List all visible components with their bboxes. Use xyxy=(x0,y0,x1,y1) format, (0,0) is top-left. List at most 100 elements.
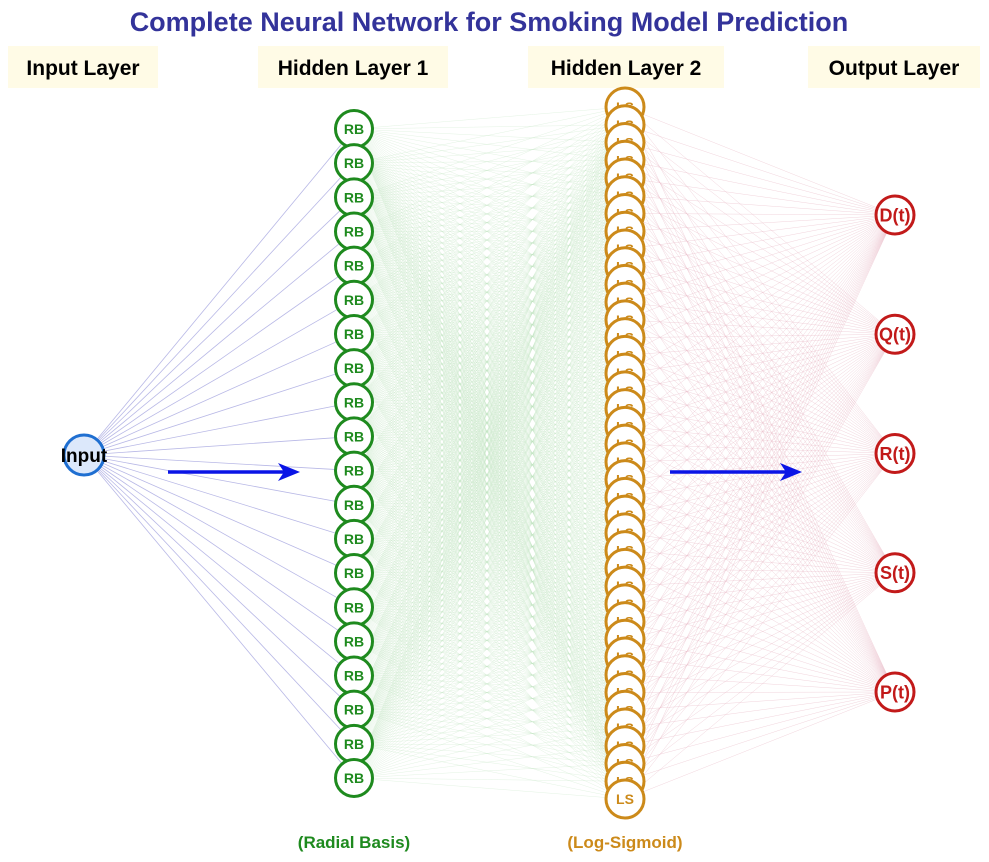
connection-line xyxy=(353,603,626,710)
connection-line xyxy=(353,408,626,505)
connection-line xyxy=(353,444,626,779)
connection-line xyxy=(624,443,896,454)
node-label: RB xyxy=(344,360,364,376)
connection-line xyxy=(624,214,896,693)
connection-line xyxy=(353,284,626,608)
connection-line xyxy=(624,334,896,764)
connection-line xyxy=(624,106,896,573)
connection-line xyxy=(624,142,896,573)
input-layer-label-bg xyxy=(8,46,158,88)
connection-line xyxy=(624,319,896,573)
connection-line xyxy=(353,372,626,403)
connection-line xyxy=(353,470,626,800)
connection-line xyxy=(353,302,626,710)
connection-line xyxy=(353,177,626,266)
connection-line xyxy=(624,453,896,675)
connection-line xyxy=(624,453,896,480)
connection-line xyxy=(353,177,626,198)
connection-line xyxy=(353,497,626,540)
node-label: RB xyxy=(344,394,364,410)
connection-line xyxy=(353,106,626,335)
connection-line xyxy=(353,248,626,505)
hidden1-node-19: RB xyxy=(334,723,374,764)
connection-line xyxy=(624,159,896,216)
connection-line xyxy=(353,213,626,710)
connection-line xyxy=(624,214,896,232)
connection-line xyxy=(83,299,355,456)
connection-line xyxy=(353,443,626,676)
node-circle xyxy=(334,758,374,798)
connection-line xyxy=(353,319,626,779)
connection-line xyxy=(353,160,626,676)
connection-line xyxy=(353,603,626,745)
connection-line xyxy=(353,124,626,744)
connection-line xyxy=(624,514,896,693)
connection-line xyxy=(353,124,626,608)
connection-line xyxy=(353,497,626,574)
connection-line xyxy=(353,124,626,505)
node-label: RB xyxy=(344,599,364,615)
connection-line xyxy=(353,160,626,369)
connection-line xyxy=(353,402,626,693)
input-layer-label: Input Layer xyxy=(26,57,139,80)
connection-line xyxy=(624,334,896,356)
connection-line xyxy=(353,213,626,505)
connection-line xyxy=(353,479,626,608)
connection-line xyxy=(624,453,896,534)
connection-line xyxy=(353,124,626,779)
connection-line xyxy=(353,142,626,266)
connection-line xyxy=(353,514,626,710)
connection-line xyxy=(353,470,626,675)
connection-line xyxy=(353,160,626,574)
connection-line xyxy=(353,284,626,505)
diagram-title: Complete Neural Network for Smoking Mode… xyxy=(130,7,849,37)
connection-line xyxy=(624,337,896,693)
connection-line xyxy=(353,367,626,693)
connection-line xyxy=(353,124,626,403)
output-node-1: D(t) xyxy=(874,194,916,236)
connection-line xyxy=(624,214,896,267)
connection-line xyxy=(353,195,626,369)
connection-line xyxy=(353,550,626,608)
hidden1-node-12: RB xyxy=(334,484,374,525)
connection-line xyxy=(353,603,626,642)
connection-line xyxy=(353,585,626,676)
connection-line xyxy=(353,106,626,403)
connection-line xyxy=(353,248,626,369)
connection-line xyxy=(353,743,626,782)
connection-line xyxy=(353,106,626,608)
connection-line xyxy=(624,453,896,498)
connection-line xyxy=(624,334,896,587)
connection-line xyxy=(353,160,626,608)
connection-line xyxy=(353,367,626,445)
connection-line xyxy=(353,284,626,642)
connection-line xyxy=(353,538,626,569)
connection-line xyxy=(353,266,626,437)
connection-line xyxy=(83,454,355,642)
connection-line xyxy=(353,497,626,642)
connection-line xyxy=(624,334,896,693)
connection-line xyxy=(353,355,626,676)
connection-line xyxy=(353,603,626,676)
connection-line xyxy=(353,284,626,403)
connection-line xyxy=(353,692,626,710)
connection-line xyxy=(353,621,626,745)
connection-line xyxy=(353,177,626,403)
connection-line xyxy=(353,160,626,335)
connection-line xyxy=(353,367,626,640)
node-label: R(t) xyxy=(880,444,911,464)
node-circle xyxy=(604,778,646,820)
output-node-3: R(t) xyxy=(874,433,916,474)
connection-line xyxy=(353,426,626,608)
hidden1-node-2: RB xyxy=(334,143,374,184)
connection-line xyxy=(353,436,626,445)
connection-line xyxy=(353,743,626,800)
connection-line xyxy=(624,214,896,746)
connection-line xyxy=(353,319,626,403)
connection-line xyxy=(83,454,355,779)
connection-line xyxy=(353,639,626,745)
connection-line xyxy=(353,390,626,676)
connection-line xyxy=(353,160,626,779)
connection-line xyxy=(83,454,355,574)
